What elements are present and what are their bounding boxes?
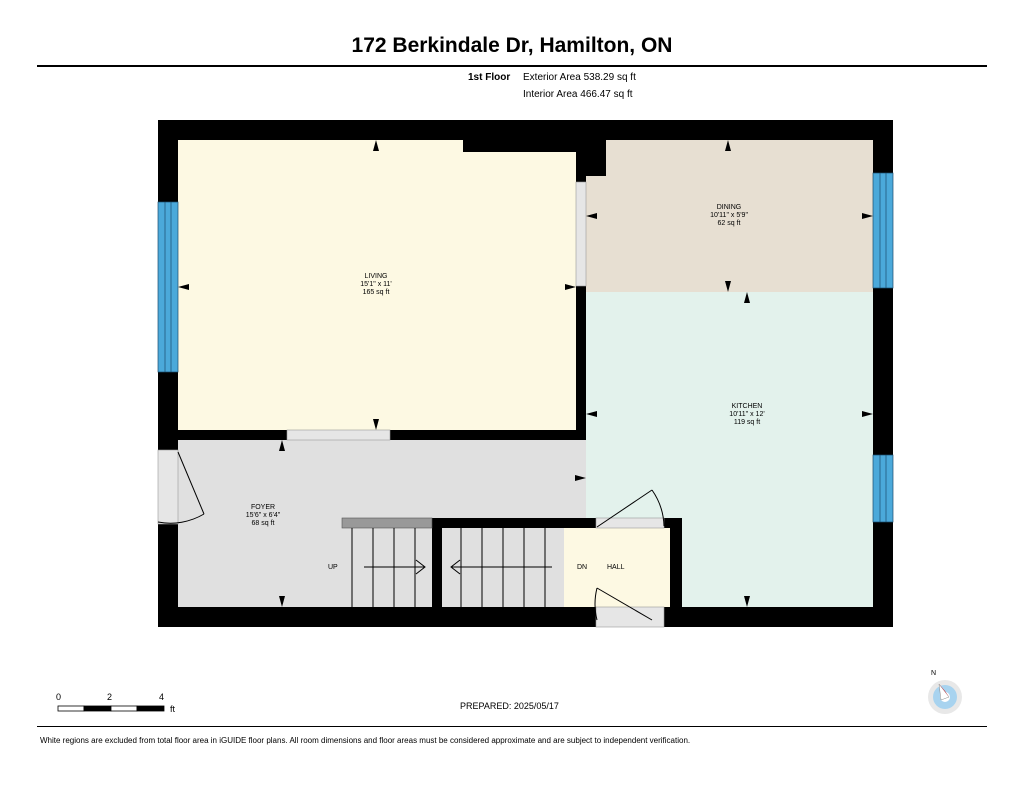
opening-living-foyer: [286, 429, 391, 441]
page-title: 172 Berkindale Dr, Hamilton, ON: [351, 34, 673, 57]
windows: [157, 172, 894, 523]
scale-tick-2: 2: [107, 692, 113, 702]
room-label-living: LIVING 15'1" x 11' 165 sq ft: [326, 273, 426, 297]
room-area: 119 sq ft: [733, 419, 761, 426]
prepared-date: PREPARED: 2025/05/17: [460, 701, 559, 711]
room-label-hall: HALL: [607, 564, 625, 571]
hall-fill: [564, 528, 670, 607]
scale-tick-0: 0: [56, 692, 62, 702]
stair-treads: [351, 528, 552, 607]
header-divider: [37, 65, 987, 67]
room-name: DINING: [716, 204, 742, 211]
opening-front-door: [157, 449, 179, 525]
room-area: 165 sq ft: [362, 289, 390, 296]
window-dining: [872, 172, 894, 289]
dimension-arrows: [178, 140, 873, 607]
compass-north-label: N: [931, 670, 937, 677]
room-dimensions: 10'11" x 12': [729, 411, 765, 418]
room-dimensions: 10'11" x 5'9": [710, 212, 748, 219]
interior-area: Interior Area 466.47 sq ft: [523, 89, 633, 100]
disclaimer: White regions are excluded from total fl…: [40, 736, 691, 745]
opening-hall-door: [595, 606, 665, 628]
room-name: FOYER: [250, 504, 276, 511]
room-label-kitchen: KITCHEN 10'11" x 12' 119 sq ft: [697, 403, 797, 427]
room-label-dining: DINING 10'11" x 5'9" 62 sq ft: [679, 204, 779, 228]
stair-down-label: DN: [577, 564, 588, 571]
room-dimensions: 15'6" x 6'4": [245, 512, 281, 519]
scale-tick-4: 4: [159, 692, 165, 702]
window-living: [157, 201, 179, 373]
room-area: 68 sq ft: [251, 520, 275, 527]
room-area: 62 sq ft: [717, 220, 741, 227]
opening-living-dining: [575, 181, 587, 287]
scale-bar: [57, 705, 165, 712]
stair-rail: [341, 517, 433, 529]
footer-divider: [37, 726, 987, 727]
openings: [157, 181, 665, 628]
exterior-area: Exterior Area 538.29 sq ft: [523, 72, 636, 83]
dining-room-fill: [586, 140, 873, 292]
room-label-foyer: FOYER 15'6" x 6'4" 68 sq ft: [213, 504, 313, 528]
living-room-fill: [178, 140, 576, 430]
floor-name: 1st Floor: [468, 72, 511, 83]
room-dimensions: 15'1" x 11': [360, 281, 392, 288]
room-name: LIVING: [364, 273, 388, 280]
window-kitchen: [872, 454, 894, 523]
compass-icon: [928, 680, 962, 714]
opening-kitchen-hall: [595, 517, 665, 529]
scale-unit: ft: [170, 704, 176, 714]
room-name: KITCHEN: [731, 403, 763, 410]
door-swings: [157, 451, 665, 621]
stair-up-label: UP: [328, 564, 338, 571]
